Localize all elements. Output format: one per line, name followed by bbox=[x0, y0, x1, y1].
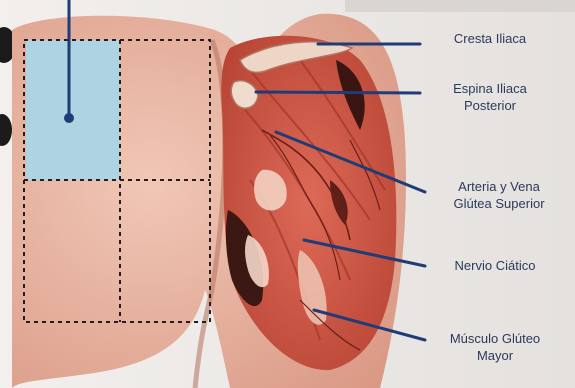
ruler-strip bbox=[345, 0, 575, 12]
label-musculo-gluteo-mayor: Músculo Glúteo Mayor bbox=[425, 330, 565, 364]
label-espina-iliaca-posterior: Espina Iliaca Posterior bbox=[420, 80, 560, 114]
injection-site-dot bbox=[64, 113, 74, 123]
label-cresta-iliaca: Cresta Iliaca bbox=[420, 30, 560, 47]
label-arteria-vena-glutea: Arteria y Vena Glútea Superior bbox=[425, 178, 573, 212]
label-nervio-ciatico: Nervio Ciático bbox=[425, 257, 565, 274]
leader-espina-iliaca bbox=[256, 92, 420, 93]
injection-zone-upper-outer bbox=[26, 40, 120, 180]
